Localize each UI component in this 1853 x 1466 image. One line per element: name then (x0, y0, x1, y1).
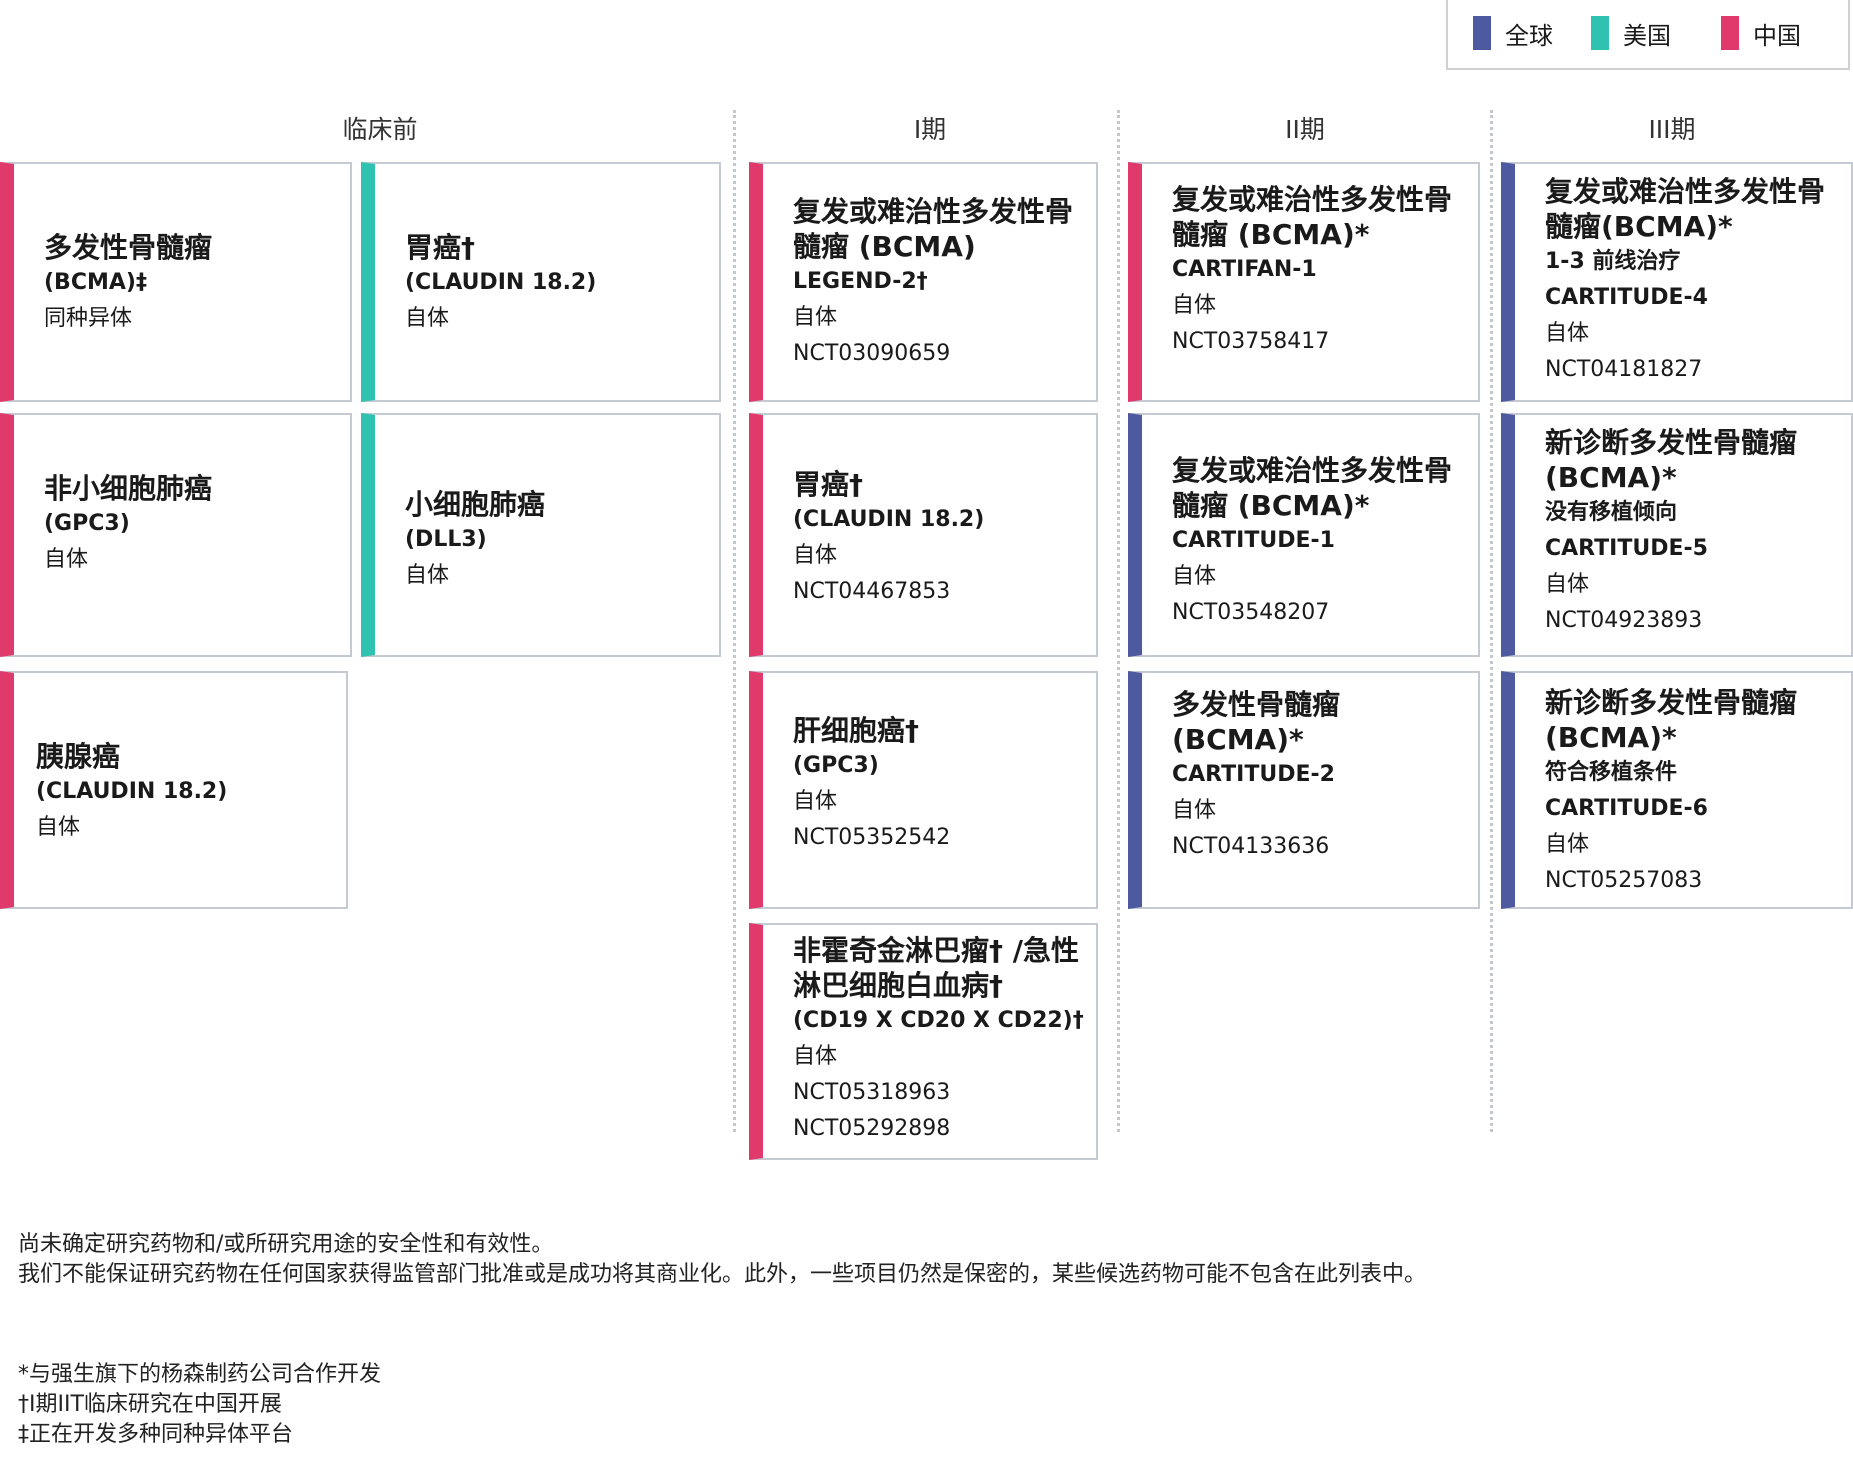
card-title: 胃癌† (405, 231, 476, 264)
card-title: 新诊断多发性骨髓瘤 (BCMA)* (1545, 426, 1798, 494)
legend: 全球 美国 中国 (1446, 0, 1850, 70)
card-target: (CLAUDIN 18.2) (36, 779, 228, 804)
card-title: 非小细胞肺癌 (44, 472, 213, 505)
card-preclinical-multiple-myeloma: 多发性骨髓瘤 (BCMA)‡ 同种异体 (0, 162, 352, 402)
card-phase2-cartitude-1: 复发或难治性多发性骨髓瘤 (BCMA)* CARTITUDE-1 自体 NCT0… (1128, 413, 1480, 657)
card-cell-type: 自体 (405, 563, 450, 588)
card-nct: NCT03090659 (793, 341, 951, 366)
footnote: *与强生旗下的杨森制药公司合作开发 (18, 1362, 382, 1387)
card-phase3-cartitude-4: 复发或难治性多发性骨髓瘤(BCMA)* 1-3 前线治疗 CARTITUDE-4… (1501, 162, 1853, 402)
card-target: (CLAUDIN 18.2) (793, 507, 985, 532)
card-title: 胃癌† (793, 468, 864, 501)
card-nct: NCT04181827 (1545, 357, 1703, 382)
card-target: (CD19 X CD20 X CD22)† (793, 1008, 1084, 1033)
legend-item-china: 中国 (1721, 16, 1801, 50)
stage-divider (733, 110, 736, 1132)
card-nct: NCT03548207 (1172, 600, 1330, 625)
card-cell-type: 自体 (793, 789, 838, 814)
card-title: 复发或难治性多发性骨髓瘤(BCMA)* (1545, 175, 1826, 243)
card-nct: NCT05318963 (793, 1080, 951, 1105)
card-preclinical-pancreatic-cancer: 胰腺癌 (CLAUDIN 18.2) 自体 (0, 671, 348, 909)
card-target: (CLAUDIN 18.2) (405, 270, 597, 295)
card-cell-type: 自体 (44, 547, 89, 572)
card-study: CARTITUDE-5 (1545, 536, 1708, 561)
card-target: (GPC3) (44, 511, 130, 536)
card-title: 多发性骨髓瘤 (44, 231, 213, 264)
stage-divider (1490, 110, 1493, 1132)
footnote: ‡正在开发多种同种异体平台 (18, 1422, 294, 1447)
disclaimer-line: 尚未确定研究药物和/或所研究用途的安全性和有效性。 (18, 1232, 554, 1257)
card-target: (GPC3) (793, 753, 879, 778)
legend-swatch-global (1473, 16, 1491, 50)
card-phase3-cartitude-6: 新诊断多发性骨髓瘤 (BCMA)* 符合移植条件 CARTITUDE-6 自体 … (1501, 671, 1853, 909)
stage-header-phase2: II期 (1285, 115, 1325, 144)
legend-item-us: 美国 (1591, 16, 1671, 50)
card-eligibility: 没有移植倾向 (1545, 500, 1678, 525)
card-title: 非霍奇金淋巴瘤† /急性淋巴细胞白血病† (793, 934, 1079, 1002)
stage-header-phase1: I期 (913, 115, 947, 144)
stage-header-phase3: III期 (1648, 115, 1696, 144)
card-cell-type: 自体 (1545, 321, 1590, 346)
card-study: LEGEND-2† (793, 269, 928, 294)
legend-swatch-us (1591, 16, 1609, 50)
card-line-therapy: 1-3 前线治疗 (1545, 249, 1681, 274)
card-phase3-cartitude-5: 新诊断多发性骨髓瘤 (BCMA)* 没有移植倾向 CARTITUDE-5 自体 … (1501, 413, 1853, 657)
card-title: 多发性骨髓瘤 (BCMA)* (1172, 688, 1341, 756)
stage-divider (1117, 110, 1120, 1132)
card-cell-type: 自体 (793, 543, 838, 568)
card-title: 复发或难治性多发性骨髓瘤 (BCMA)* (1172, 454, 1453, 522)
card-cell-type: 自体 (793, 305, 838, 330)
legend-label-us: 美国 (1623, 21, 1671, 50)
card-cell-type: 自体 (36, 815, 81, 840)
card-nct: NCT05292898 (793, 1116, 951, 1141)
card-nct: NCT05352542 (793, 825, 951, 850)
stage-header-preclinical: 临床前 (342, 115, 418, 144)
card-study: CARTIFAN-1 (1172, 257, 1317, 282)
disclaimer-line: 我们不能保证研究药物在任何国家获得监管部门批准或是成功将其商业化。此外，一些项目… (18, 1262, 1427, 1287)
card-preclinical-gastric-cancer: 胃癌† (CLAUDIN 18.2) 自体 (361, 162, 721, 402)
card-phase2-cartifan-1: 复发或难治性多发性骨髓瘤 (BCMA)* CARTIFAN-1 自体 NCT03… (1128, 162, 1480, 402)
card-nct: NCT03758417 (1172, 329, 1330, 354)
card-study: CARTITUDE-4 (1545, 285, 1708, 310)
card-phase2-cartitude-2: 多发性骨髓瘤 (BCMA)* CARTITUDE-2 自体 NCT0413363… (1128, 671, 1480, 909)
card-title: 复发或难治性多发性骨髓瘤 (BCMA) (793, 195, 1074, 263)
legend-label-china: 中国 (1753, 21, 1801, 50)
card-title: 新诊断多发性骨髓瘤 (BCMA)* (1545, 686, 1798, 754)
card-nct: NCT04923893 (1545, 608, 1703, 633)
card-target: (DLL3) (405, 527, 487, 552)
card-phase1-gastric-cancer: 胃癌† (CLAUDIN 18.2) 自体 NCT04467853 (749, 413, 1098, 657)
card-phase1-nhl-all: 非霍奇金淋巴瘤† /急性淋巴细胞白血病† (CD19 X CD20 X CD22… (749, 923, 1098, 1160)
card-phase1-hcc: 肝细胞癌† (GPC3) 自体 NCT05352542 (749, 671, 1098, 909)
card-target: (BCMA)‡ (44, 270, 147, 295)
card-phase1-rrmm: 复发或难治性多发性骨髓瘤 (BCMA) LEGEND-2† 自体 NCT0309… (749, 162, 1098, 402)
card-cell-type: 自体 (1545, 572, 1590, 597)
card-title: 复发或难治性多发性骨髓瘤 (BCMA)* (1172, 183, 1453, 251)
card-nct: NCT04133636 (1172, 834, 1330, 859)
card-cell-type: 自体 (1545, 832, 1590, 857)
legend-swatch-china (1721, 16, 1739, 50)
card-cell-type: 自体 (1172, 293, 1217, 318)
card-cell-type: 同种异体 (44, 306, 133, 331)
legend-label-global: 全球 (1505, 21, 1553, 50)
card-cell-type: 自体 (1172, 798, 1217, 823)
card-study: CARTITUDE-2 (1172, 762, 1335, 787)
card-study: CARTITUDE-1 (1172, 528, 1335, 553)
card-title: 肝细胞癌† (793, 714, 920, 747)
card-title: 小细胞肺癌 (405, 488, 546, 521)
legend-item-global: 全球 (1473, 16, 1553, 50)
card-cell-type: 自体 (405, 306, 450, 331)
card-cell-type: 自体 (1172, 564, 1217, 589)
card-cell-type: 自体 (793, 1044, 838, 1069)
card-preclinical-nsclc: 非小细胞肺癌 (GPC3) 自体 (0, 413, 352, 657)
card-study: CARTITUDE-6 (1545, 796, 1708, 821)
footnote: †I期IIT临床研究在中国开展 (18, 1392, 282, 1417)
card-eligibility: 符合移植条件 (1545, 760, 1678, 785)
card-nct: NCT05257083 (1545, 868, 1703, 893)
card-preclinical-sclc: 小细胞肺癌 (DLL3) 自体 (361, 413, 721, 657)
card-title: 胰腺癌 (36, 740, 121, 773)
card-nct: NCT04467853 (793, 579, 951, 604)
